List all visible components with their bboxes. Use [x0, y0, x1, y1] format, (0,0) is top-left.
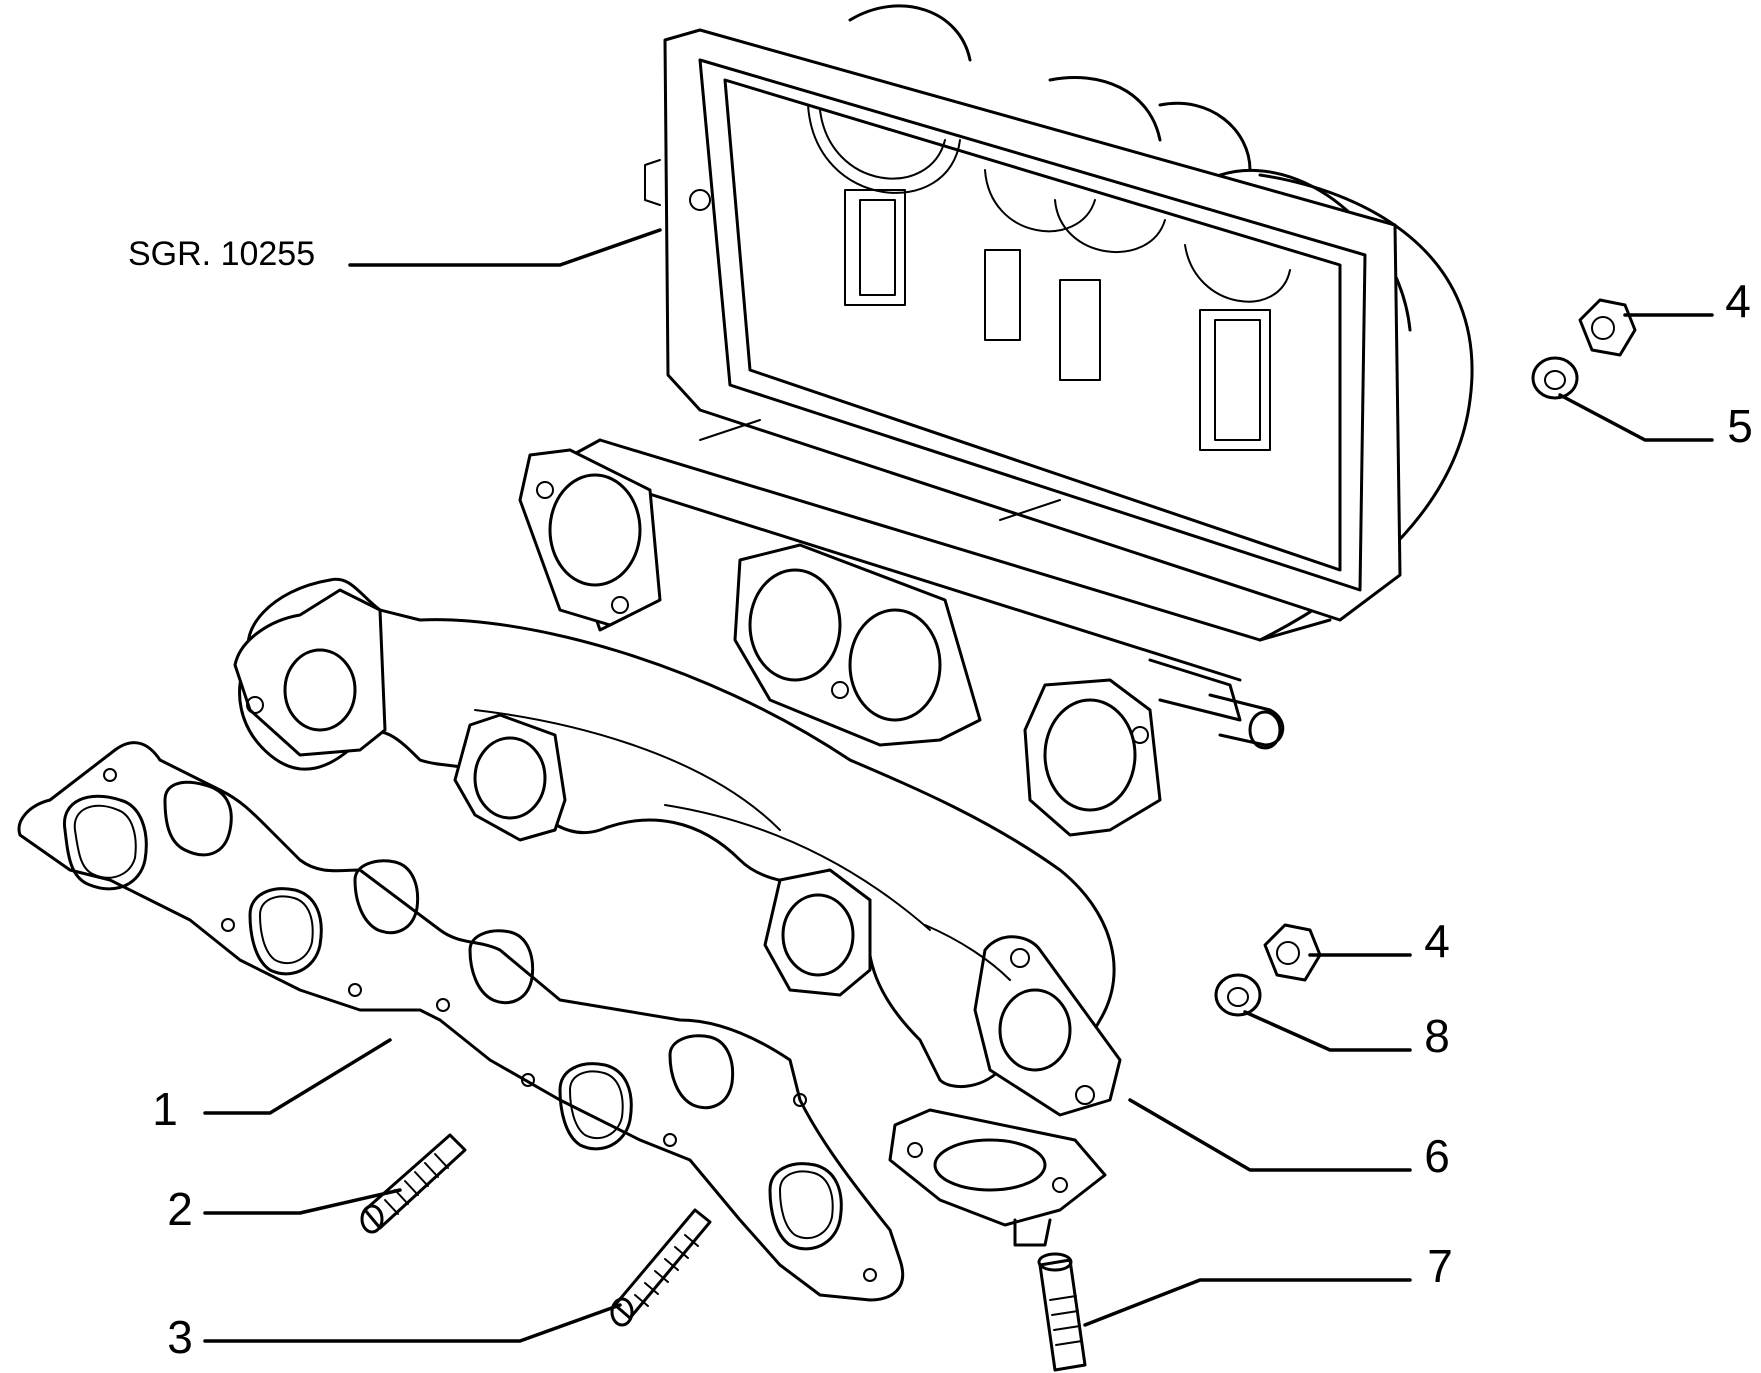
washer-8	[1214, 973, 1262, 1017]
reference-label: SGR. 10255	[128, 235, 315, 273]
callout-3: 3	[167, 1311, 193, 1363]
callout-4-upper: 4	[1725, 275, 1751, 327]
exhaust-manifold	[233, 577, 1122, 1247]
stud-3	[610, 1208, 712, 1327]
leader-5	[1558, 393, 1714, 442]
callout-4-lower: 4	[1424, 915, 1450, 967]
leader-sgr	[348, 228, 662, 267]
callout-5: 5	[1727, 400, 1753, 452]
washer-5	[1531, 356, 1579, 400]
leader-lines	[203, 228, 1714, 1343]
callout-1: 1	[152, 1083, 178, 1135]
manifold-gasket	[17, 741, 905, 1302]
stud-7	[1037, 1252, 1087, 1372]
leader-3	[203, 1303, 622, 1343]
callout-7: 7	[1427, 1240, 1453, 1292]
leader-7	[1083, 1278, 1412, 1327]
leader-2	[203, 1188, 402, 1215]
callout-2: 2	[167, 1183, 193, 1235]
leader-6	[1128, 1098, 1412, 1172]
callout-6: 6	[1424, 1130, 1450, 1182]
nut-4-lower	[1263, 923, 1322, 982]
callout-8: 8	[1424, 1010, 1450, 1062]
intake-manifold	[518, 4, 1474, 837]
stud-2	[360, 1133, 467, 1234]
leader-1	[203, 1038, 392, 1115]
leader-8	[1243, 1010, 1412, 1052]
nut-4-upper	[1578, 298, 1637, 357]
